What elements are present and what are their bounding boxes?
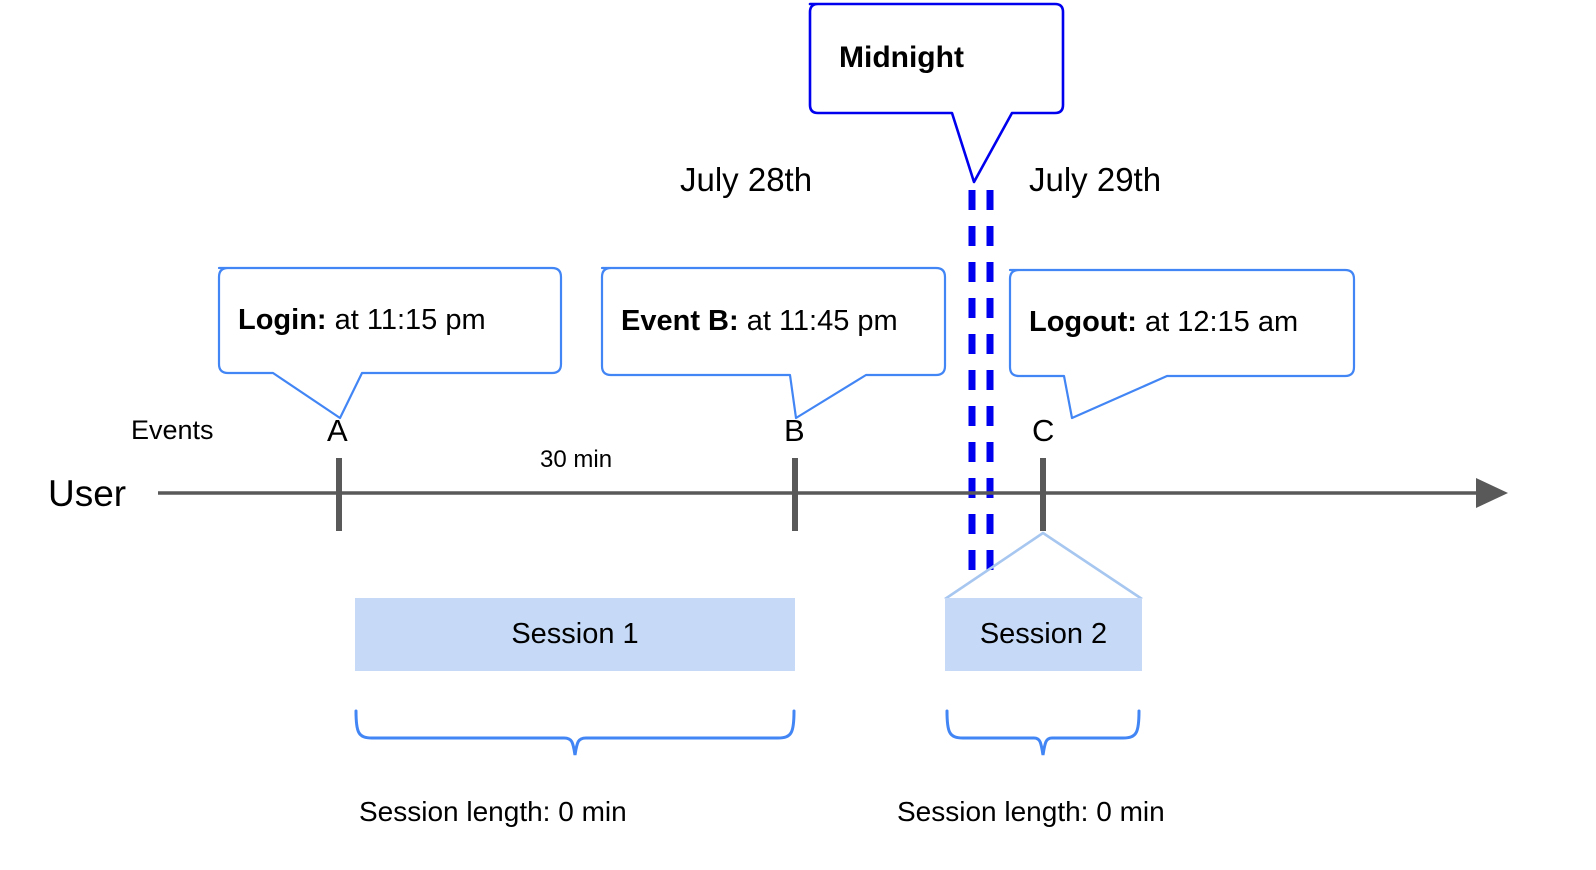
midnight-divider-lines (968, 190, 994, 583)
events-row-label: Events (131, 415, 214, 445)
timeline-axis (158, 478, 1508, 508)
session-1-length-label: Session length: 0 min (359, 796, 627, 827)
session-2-brace (945, 709, 1141, 756)
session-2-length-label: Session length: 0 min (897, 796, 1165, 827)
callout-shape-logout (1008, 268, 1356, 420)
callout-event-b-detail: at 11:45 pm (738, 305, 898, 337)
user-row-label: User (48, 473, 127, 514)
callout-login-bold: Login: (238, 304, 327, 336)
midnight-callout-label: Midnight (839, 41, 964, 74)
callout-label-event-b: Event B: at 11:45 pm (621, 307, 898, 336)
session-bar-2: Session 2 (945, 598, 1142, 671)
callout-label-login: Login: at 11:15 pm (238, 306, 486, 335)
callout-shape-event-b (600, 266, 947, 420)
callout-shape-login (217, 266, 563, 420)
session-1-brace (354, 709, 796, 756)
callout-logout-detail: at 12:15 am (1136, 306, 1299, 338)
session-bar-2-label: Session 2 (979, 618, 1108, 650)
event-letter-c: C (1032, 413, 1055, 448)
duration-label-30-min: 30 min (540, 446, 613, 473)
midnight-callout-shape (808, 2, 1065, 184)
event-letter-a: A (327, 413, 348, 448)
event-letter-b: B (784, 413, 805, 448)
callout-label-logout: Logout: at 12:15 am (1029, 308, 1298, 337)
session-bar-1-label: Session 1 (511, 618, 639, 650)
session-2-connector (944, 531, 1143, 601)
event-ticks (336, 458, 1046, 531)
callout-login-detail: at 11:15 pm (326, 304, 486, 336)
date-header-july-28: July 28th (680, 161, 813, 198)
date-header-july-29: July 29th (1029, 161, 1162, 198)
callout-logout-bold: Logout: (1029, 306, 1137, 338)
axis-arrowhead (1476, 478, 1508, 508)
session-bar-1: Session 1 (355, 598, 795, 671)
callout-event-b-bold: Event B: (621, 305, 739, 337)
